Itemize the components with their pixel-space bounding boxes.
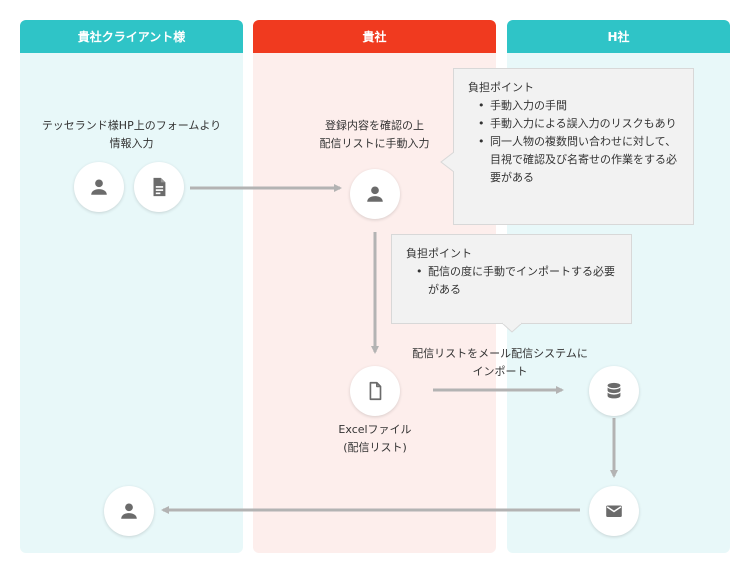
excel-file-label: Excelファイル (配信リスト) — [338, 423, 412, 454]
company-person-node — [350, 169, 400, 219]
final-client-person-node — [104, 486, 154, 536]
lane-header-h-company: H社 — [507, 20, 730, 53]
callout-pointer — [440, 151, 456, 173]
lane-header-company: 貴社 — [253, 20, 496, 53]
callout-item: 同一人物の複数問い合わせに対して、目視で確認及び名寄せの作業をする必要がある — [478, 133, 679, 187]
burden-callout-import: 負担ポイント 配信の度に手動でインポートする必要がある — [391, 234, 632, 324]
client-person-node — [74, 162, 124, 212]
database-icon — [607, 382, 621, 399]
database-node — [589, 366, 639, 416]
mail-node — [589, 486, 639, 536]
callout-title: 負担ポイント — [468, 81, 534, 94]
callout-item: 手動入力の手間 — [478, 97, 679, 115]
person-icon — [367, 186, 383, 202]
burden-callout-manual-input: 負担ポイント 手動入力の手間 手動入力による誤入力のリスクもあり 同一人物の複数… — [453, 68, 694, 225]
mail-icon — [606, 505, 622, 517]
callout-pointer — [502, 322, 522, 333]
company-check-label: 登録内容を確認の上 配信リストに手動入力 — [319, 119, 430, 150]
client-entry-label: テッセランド様HP上のフォームより 情報入力 — [41, 119, 222, 150]
callout-list: 配信の度に手動でインポートする必要がある — [406, 263, 617, 299]
callout-item: 手動入力による誤入力のリスクもあり — [478, 115, 679, 133]
lane-header-client: 貴社クライアント様 — [20, 20, 243, 53]
excel-file-node — [350, 366, 400, 416]
file-icon — [369, 381, 382, 401]
callout-item: 配信の度に手動でインポートする必要がある — [416, 263, 617, 299]
person-icon — [121, 503, 137, 519]
import-step-label: 配信リストをメール配信システムに インポート — [412, 347, 588, 378]
lane-client: 貴社クライアント様 — [20, 20, 243, 553]
document-icon — [153, 177, 166, 197]
callout-title: 負担ポイント — [406, 247, 472, 260]
person-icon — [91, 179, 107, 195]
client-form-node — [134, 162, 184, 212]
callout-list: 手動入力の手間 手動入力による誤入力のリスクもあり 同一人物の複数問い合わせに対… — [468, 97, 679, 187]
